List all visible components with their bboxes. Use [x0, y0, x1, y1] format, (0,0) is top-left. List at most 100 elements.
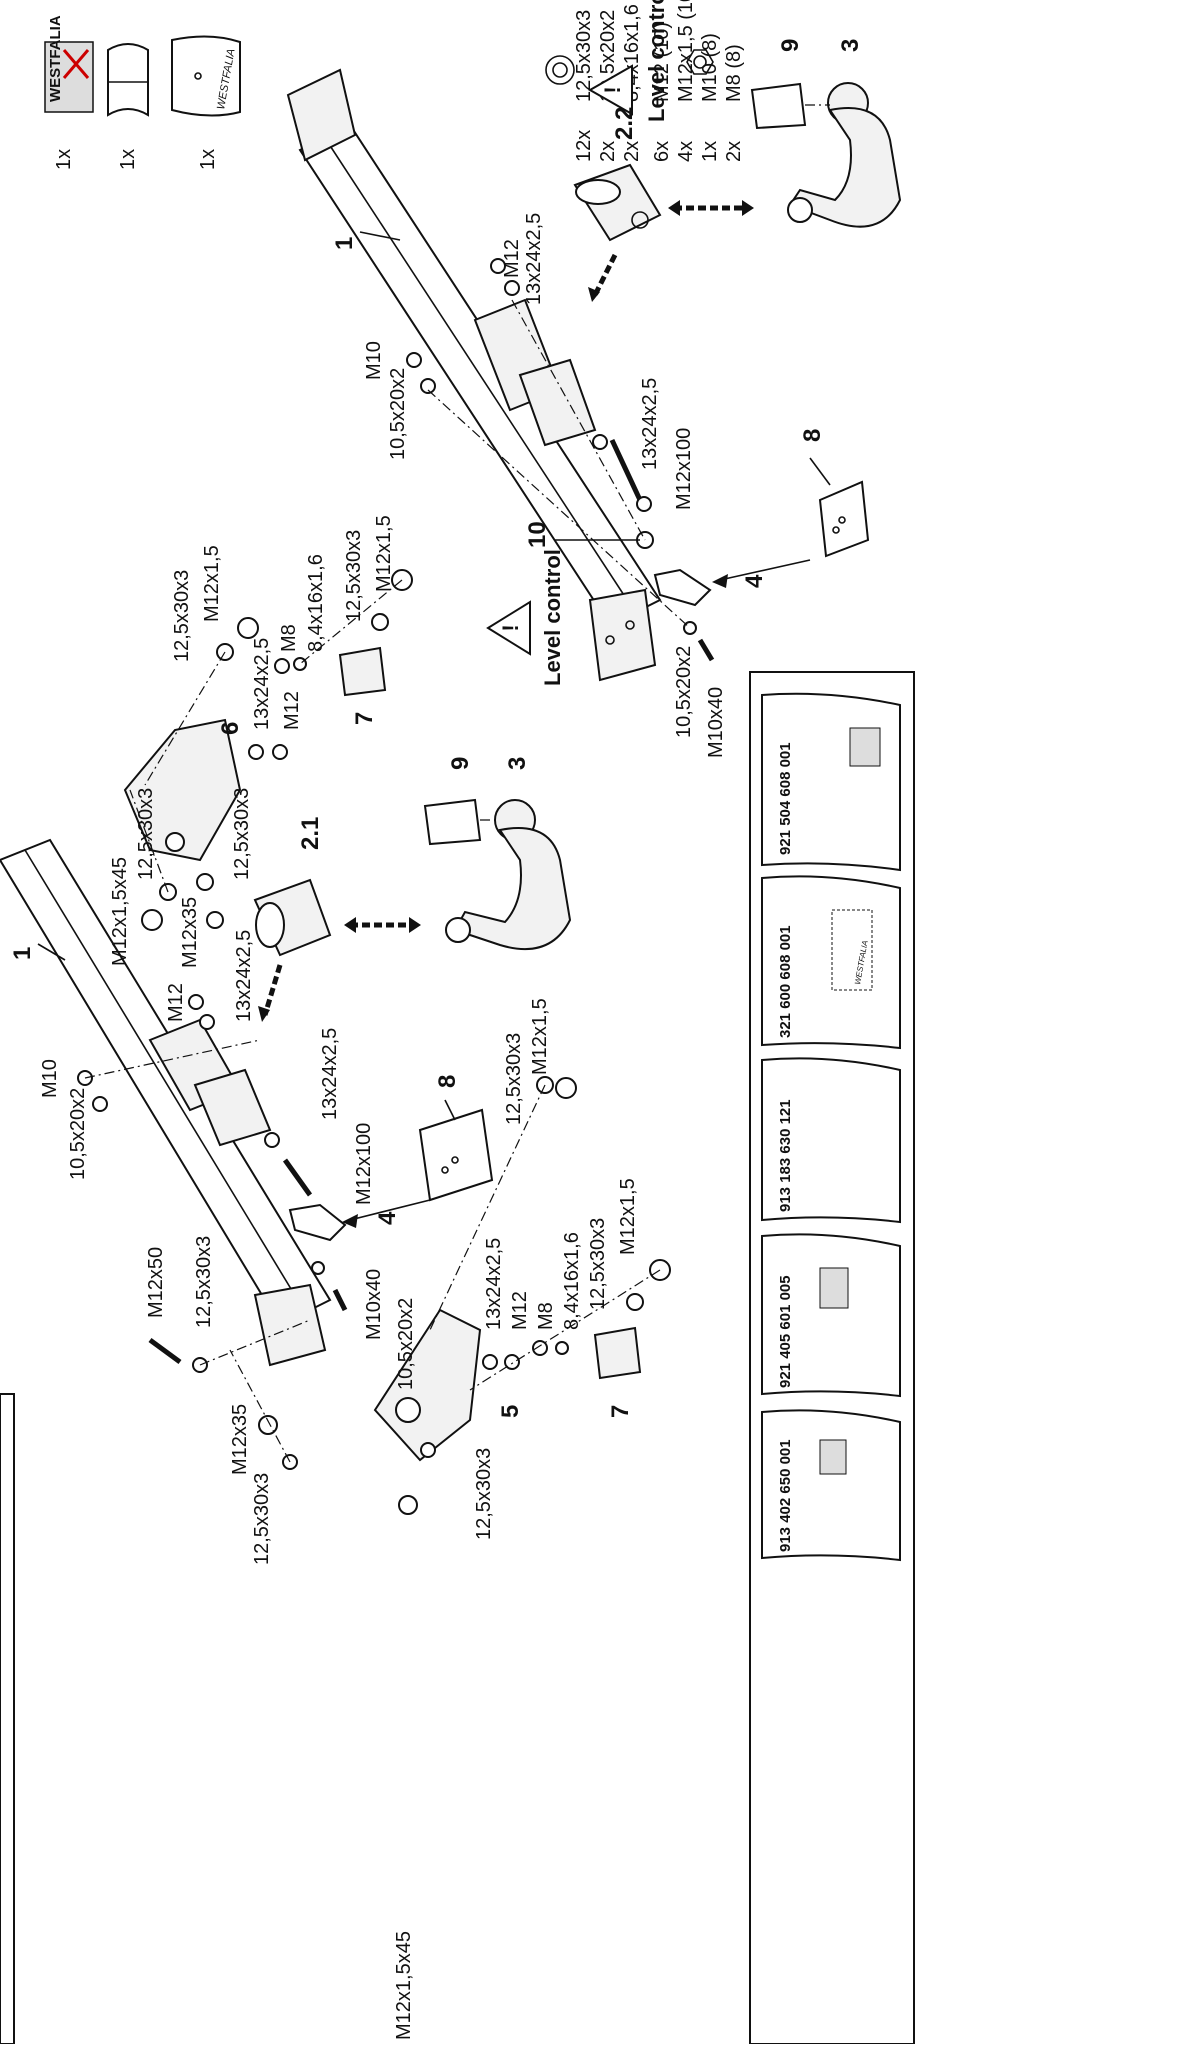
- callout-label: 12,5x30x3: [171, 570, 193, 662]
- hw-qty-1: 12x: [573, 130, 595, 162]
- nut-e: [555, 1077, 577, 1099]
- hw-qty-4: 6x: [651, 141, 673, 162]
- callout-label: M10: [363, 341, 385, 380]
- callout-label: !: [600, 86, 625, 93]
- level-control-label-top: Level control: [644, 0, 669, 122]
- callout-label: M12x100: [673, 428, 695, 510]
- callout-label: M10: [39, 1059, 61, 1098]
- part-label-8-lower: 8: [434, 1075, 461, 1088]
- washer-13x24-b: [199, 1014, 215, 1030]
- crossbar-upper: [286, 68, 662, 682]
- callout-label: M12x50: [145, 1247, 167, 1318]
- washer-13x24-upper: [592, 434, 608, 450]
- callout-label: M12: [509, 1291, 531, 1330]
- hw-qty-5: 4x: [675, 141, 697, 162]
- manual-2: 921 405 601 005: [761, 1233, 901, 1398]
- hw-qty-7: 2x: [723, 141, 745, 162]
- booklet-qty: 1x: [117, 149, 139, 170]
- bolt-head-m12x1-5x45: [141, 909, 163, 931]
- callout-label: M12x100: [353, 1123, 375, 1205]
- nut-a: [237, 617, 259, 639]
- bolt-m10x40-upper: [697, 638, 715, 662]
- washer-13x24-a: [248, 744, 264, 760]
- callout-label: 10,5x20x2: [387, 368, 409, 460]
- callout-label: 13x24x2,5: [251, 638, 273, 730]
- manual-4: 321 600 608 001 WESTFALIA: [761, 875, 901, 1050]
- callout-label: M8: [535, 1302, 557, 1330]
- callout-label: 12,5x30x3: [135, 788, 157, 880]
- callout-label: !: [498, 624, 523, 631]
- callout-label: 8,4x16x1,6: [561, 1232, 583, 1330]
- ball-cover: WESTFALIA: [171, 35, 241, 117]
- level-control-warning-mid: ! Level control: [486, 549, 565, 686]
- washer-13x24-d: [482, 1354, 498, 1370]
- nut-m8-lower: [532, 1340, 548, 1356]
- washer-13x24-upper-2: [504, 280, 520, 296]
- washer-b: [371, 613, 389, 631]
- washer-10-5-lower-b: [311, 1261, 325, 1275]
- level-control-label-mid: Level control: [540, 549, 565, 686]
- washer-8-4-lower: [555, 1341, 569, 1355]
- bolt-m12x50: [148, 1337, 182, 1365]
- part-label-7-lower: 7: [607, 1405, 634, 1418]
- callout-label: 10,5x20x2: [673, 646, 695, 738]
- callout-label: M10x40: [363, 1269, 385, 1340]
- callout-label: M12x1,5: [373, 515, 395, 592]
- nut-m8: [274, 658, 290, 674]
- washer-d: [196, 873, 214, 891]
- callout-label: 12,5x30x3: [193, 1236, 215, 1328]
- manual-1: 913 402 650 001: [761, 1409, 901, 1562]
- washer-13x24-c: [264, 1132, 280, 1148]
- bracket-4-upper: [653, 568, 712, 607]
- callout-label: M12x1,5x45: [109, 857, 131, 966]
- part-label-10: 10: [524, 521, 551, 548]
- callout-label: 12,5x30x3: [231, 788, 253, 880]
- part-label-5: 5: [497, 1405, 524, 1418]
- callout-label: 8,4x16x1,6: [305, 554, 327, 652]
- part-label-3-upper: 3: [837, 39, 864, 52]
- tow-ball-upper: [787, 82, 902, 228]
- crossbar-lower: [0, 838, 332, 1367]
- bracket-4-lower: [288, 1203, 347, 1242]
- left-frame: [0, 1393, 15, 2045]
- hw-qty-3: 2x: [621, 141, 643, 162]
- callout-label: M12x1,5: [617, 1178, 639, 1255]
- tow-ball-lower: [445, 799, 572, 951]
- label-sticker-8-upper: [818, 480, 870, 558]
- callout-label: M12x1,5: [529, 998, 551, 1075]
- callout-label: 13x24x2,5: [319, 1028, 341, 1120]
- part-label-2-1: 2.1: [297, 817, 324, 850]
- accessories: WESTFALIA 1x 1x WESTFALIA 1x: [44, 15, 241, 170]
- bolt-m12x100-lower: [282, 1158, 313, 1197]
- hw-qty-2: 2x: [597, 141, 619, 162]
- bracket-7-lower: [593, 1326, 642, 1380]
- callout-label: 12,5x30x3: [251, 1473, 273, 1565]
- callout-label: M10x40: [705, 687, 727, 758]
- callout-label: M12x35: [179, 897, 201, 968]
- part-label-9-lower: 9: [447, 757, 474, 770]
- manuals-box: 921 504 608 001 321 600 608 001 WESTFALI…: [749, 671, 915, 2045]
- level-control-warning-top: ! Level control: [587, 0, 669, 122]
- washer-h: [420, 1442, 436, 1458]
- hw-spec-5: M12x1,5 (10): [675, 0, 697, 102]
- hw-spec-4: M12 (10): [651, 22, 673, 102]
- callout-label: 12,5x30x3: [587, 1218, 609, 1310]
- part-label-6: 6: [217, 722, 244, 735]
- part-label-3-lower: 3: [504, 757, 531, 770]
- hardware-list: 12x 12,5x30x3 2x 10,5x20x2 2x 8,4x16x1,6…: [545, 0, 745, 162]
- washer-10-5-upper: [420, 378, 436, 394]
- callout-label: 10,5x20x2: [67, 1088, 89, 1180]
- callout-label: M12: [165, 983, 187, 1022]
- callout-label: M12x1,5x45: [393, 1931, 415, 2040]
- callout-label: M8: [278, 624, 300, 652]
- callout-label: 13x24x2,5: [523, 213, 545, 305]
- cover-qty: 1x: [197, 149, 219, 170]
- callout-label: 13x24x2,5: [233, 930, 255, 1022]
- nut-m12-a: [272, 744, 288, 760]
- bracket-6: [123, 718, 242, 862]
- hw-spec-7: M8 (8): [723, 44, 745, 102]
- bracket-7-upper: [338, 646, 387, 697]
- nut-m10-upper: [406, 352, 422, 368]
- hw-qty-6: 1x: [699, 141, 721, 162]
